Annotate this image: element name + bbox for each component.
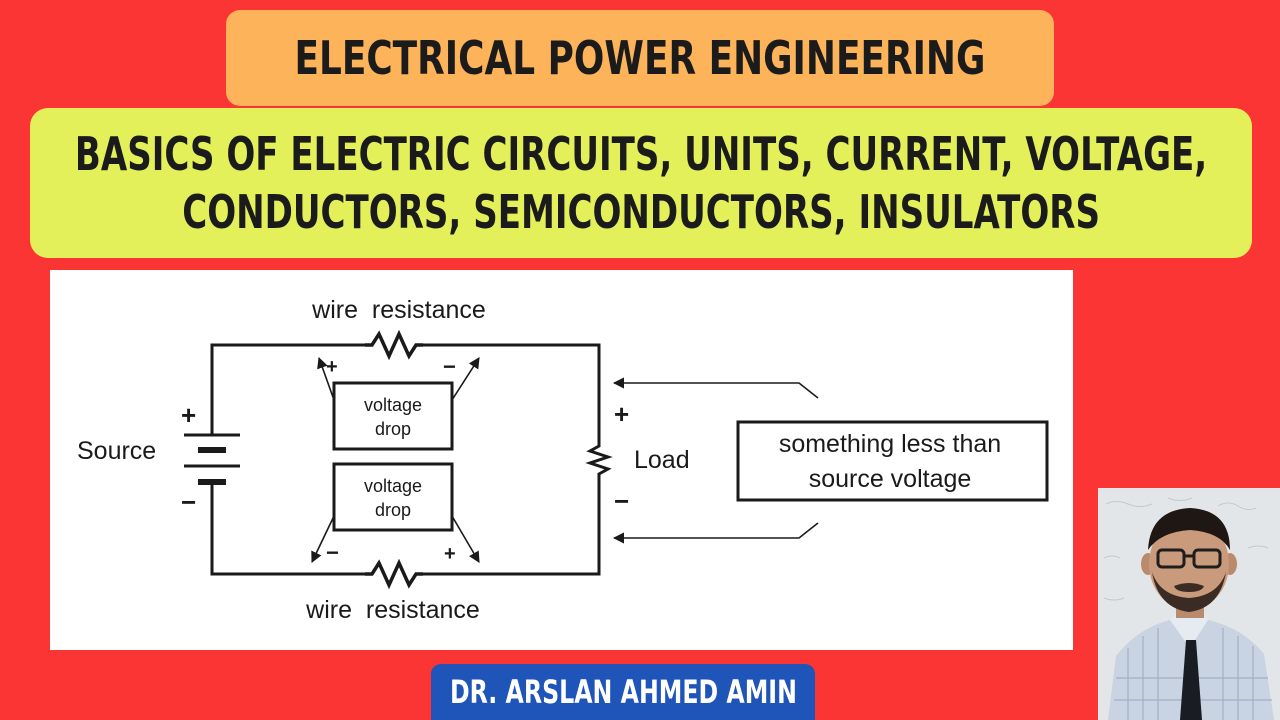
circuit-wires (210, 343, 601, 576)
wire-resistance-label-top: wire resistance (311, 296, 486, 324)
load-plus-sign: + (614, 399, 629, 429)
load-minus-sign: − (614, 486, 629, 516)
source-minus-sign: − (181, 487, 196, 517)
top-wire-right (423, 343, 601, 440)
author-name: DR. ARSLAN AHMED AMIN (449, 673, 797, 711)
voltage-drop-box-bottom (332, 462, 454, 532)
drop-top-minus-sign: − (443, 354, 456, 379)
source-plus-sign: + (181, 400, 196, 430)
callout-box (736, 420, 1049, 502)
drop-top-plus-sign: + (326, 356, 338, 378)
page-title: ELECTRICAL POWER ENGINEERING (294, 31, 986, 85)
load-label: Load (634, 446, 690, 474)
circuit-diagram-panel: wire resistance wire resistance Source +… (50, 270, 1073, 650)
top-wire-left (210, 343, 365, 395)
title-banner: ELECTRICAL POWER ENGINEERING (226, 10, 1054, 106)
voltage-drop-top-line2: drop (375, 419, 411, 439)
bottom-wire-right (423, 480, 601, 576)
callout-line-1: something less than (779, 430, 1001, 458)
load-resistor (585, 440, 613, 480)
voltage-drop-top-line1: voltage (364, 395, 422, 415)
bottom-resistor (365, 558, 423, 590)
subtitle-banner: BASICS OF ELECTRIC CIRCUITS, UNITS, CURR… (30, 108, 1252, 258)
presenter-photo (1098, 488, 1280, 720)
top-resistor (365, 329, 423, 361)
callout-line-2: source voltage (809, 465, 972, 493)
wire-resistance-label-bottom: wire resistance (305, 596, 480, 624)
battery-symbol (184, 433, 240, 485)
voltage-drop-bottom-line2: drop (375, 500, 411, 520)
drop-arrows (311, 356, 480, 564)
circuit-diagram: wire resistance wire resistance Source +… (77, 296, 1049, 624)
source-label: Source (77, 437, 156, 465)
voltage-drop-bottom-line1: voltage (364, 476, 422, 496)
subtitle-line-2: CONDUCTORS, SEMICONDUCTORS, INSULATORS (182, 185, 1100, 239)
drop-bottom-minus-sign: − (326, 540, 339, 565)
callout-arrows (612, 377, 819, 544)
voltage-drop-box-top (332, 381, 454, 451)
author-banner: DR. ARSLAN AHMED AMIN (431, 664, 815, 720)
subtitle-line-1: BASICS OF ELECTRIC CIRCUITS, UNITS, CURR… (74, 127, 1208, 181)
bottom-wire-left (210, 482, 365, 576)
drop-bottom-plus-sign: + (444, 543, 456, 565)
